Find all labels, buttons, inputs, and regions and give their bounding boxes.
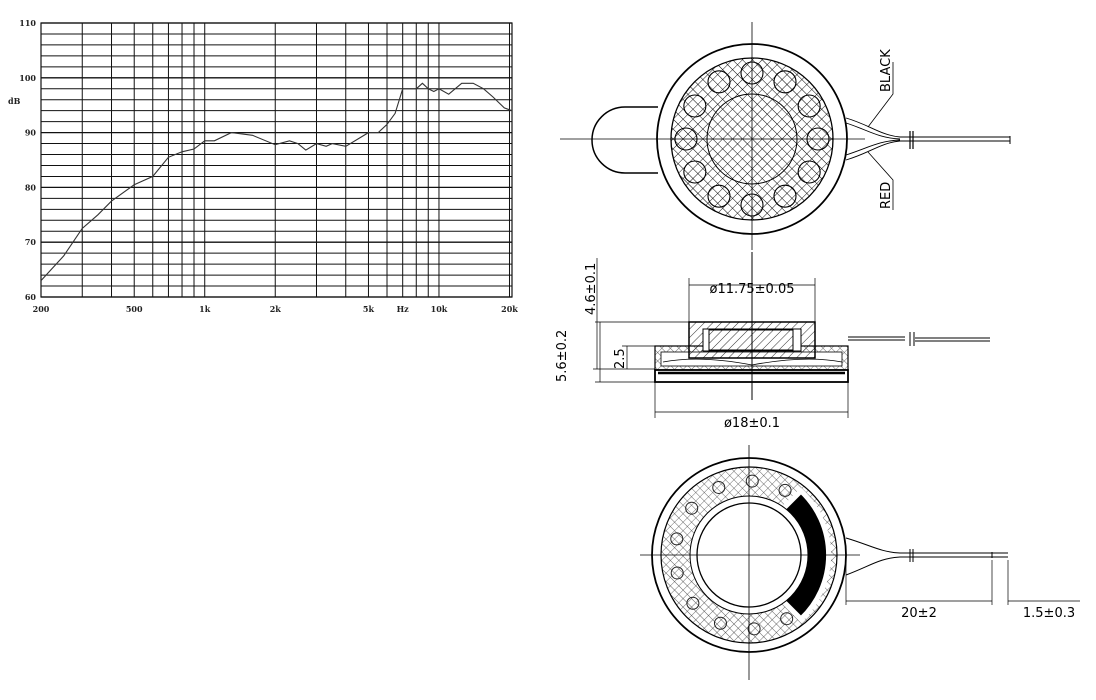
spl-curve <box>40 82 513 281</box>
vent-hole <box>778 483 792 497</box>
x-tick-label: 10k <box>431 304 448 314</box>
vent-hole <box>707 184 731 208</box>
x-tick-label: 5k <box>363 304 375 314</box>
dim-cap-diameter: ø11.75±0.05 <box>709 282 794 297</box>
vent-hole <box>670 566 684 580</box>
vent-hole <box>780 612 794 626</box>
dim-cap-height: 4.6±0.1 <box>584 263 599 315</box>
plot-frame <box>40 22 513 298</box>
magnet <box>708 329 794 351</box>
dim-total-height: 5.6±0.2 <box>555 330 570 382</box>
vent-hole <box>683 160 707 184</box>
vent-hole <box>683 94 707 118</box>
dim-outer-diameter-lines <box>654 382 849 418</box>
section-view <box>593 252 990 418</box>
lead-wires <box>845 117 1010 161</box>
dim-wire-strip: 1.5±0.3 <box>1023 606 1075 621</box>
vent-hole <box>685 501 699 515</box>
vent-hole <box>773 184 797 208</box>
bottom-lead-wires <box>845 537 1008 576</box>
chart-grid <box>40 22 513 298</box>
y-tick-label: 110 <box>19 18 36 28</box>
vent-hole <box>747 622 761 636</box>
y-tick-label: 90 <box>25 128 37 138</box>
x-tick-label: 200 <box>33 304 50 314</box>
dim-base-height: 2.5 <box>613 348 628 369</box>
vent-hole <box>707 70 731 94</box>
red-leader <box>867 151 894 210</box>
dim-wire-lines <box>845 560 1080 605</box>
dim-height-lines <box>593 258 689 383</box>
vent-hole <box>670 532 684 546</box>
frequency-response-chart: 60 70 80 90 100 110 200 500 1k 2k 5k Hz 10k 20k dB <box>8 18 518 314</box>
x-tick-label: 20k <box>501 304 518 314</box>
vent-hole <box>773 70 797 94</box>
black-leader <box>867 62 894 128</box>
x-tick-label: 500 <box>126 304 143 314</box>
dim-cap-diameter-lines <box>688 278 816 322</box>
top-view <box>560 22 1011 250</box>
x-tick-label: 2k <box>270 304 282 314</box>
vent-hole <box>686 596 700 610</box>
bottom-view <box>640 445 1080 680</box>
y-tick-label: 80 <box>25 182 37 192</box>
x-tick-label: Hz <box>397 304 410 314</box>
label-red-wire: RED <box>879 182 894 209</box>
bottom-vent-holes <box>670 474 794 636</box>
dim-outer-diameter: ø18±0.1 <box>724 416 780 431</box>
x-axis-ticks: 200 500 1k 2k 5k Hz 10k 20k <box>33 304 519 314</box>
x-tick-label: 1k <box>199 304 211 314</box>
dim-wire-length: 20±2 <box>901 606 937 621</box>
y-axis-ticks: 60 70 80 90 100 110 <box>19 18 36 302</box>
y-axis-label: dB <box>8 96 21 106</box>
vent-hole <box>712 480 726 494</box>
vent-hole <box>797 94 821 118</box>
vent-hole <box>745 474 759 488</box>
y-tick-label: 100 <box>19 73 36 83</box>
vent-hole <box>713 616 727 630</box>
mounting-tab <box>591 106 658 174</box>
label-black-wire: BLACK <box>879 49 894 92</box>
vent-hole <box>797 160 821 184</box>
y-tick-label: 70 <box>25 237 37 247</box>
y-tick-label: 60 <box>25 292 37 302</box>
